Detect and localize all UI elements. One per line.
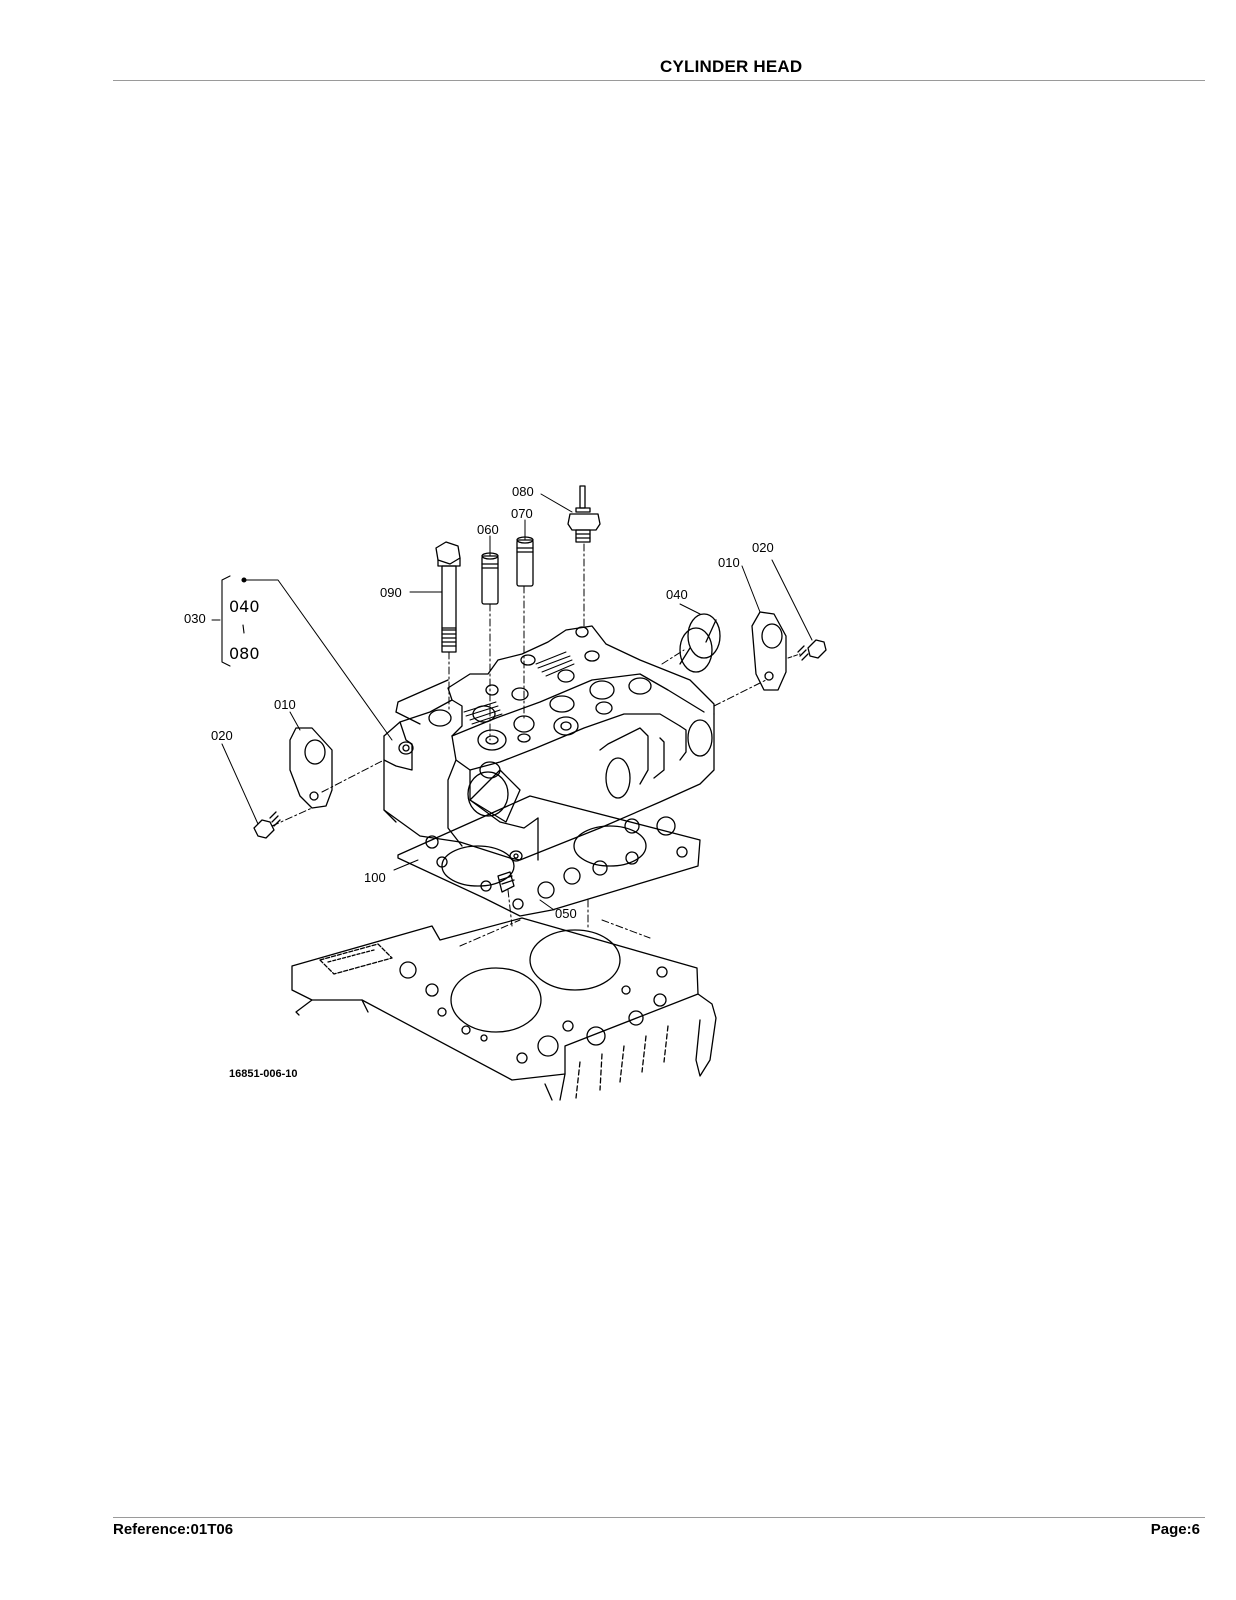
part-060-valve-guide [481, 552, 499, 605]
cylinder-head [383, 625, 715, 862]
footer-reference: Reference:01T06 [113, 1521, 234, 1538]
callout-070: 070 [511, 506, 533, 521]
callout-090: 090 [380, 585, 402, 600]
leader-lines [211, 493, 813, 947]
head-gasket [397, 795, 701, 917]
part-010-plate-left [289, 727, 333, 809]
callout-080: 080 [512, 484, 534, 499]
header-divider [113, 80, 1205, 81]
part-070-valve-guide [516, 536, 534, 587]
footer-divider [113, 1517, 1205, 1518]
callout-100: 100 [364, 870, 386, 885]
callout-010-right: 010 [718, 555, 740, 570]
cylinder-block [291, 917, 717, 1101]
callout-010-left: 010 [274, 697, 296, 712]
part-080-switch [567, 485, 601, 543]
part-020-screw-left [253, 811, 281, 839]
footer-page-number: Page:6 [1150, 1521, 1200, 1538]
group-bracket-030 [221, 575, 247, 667]
part-050-stud [497, 871, 515, 893]
part-010-plate-right [751, 611, 787, 691]
callout-020-left: 020 [211, 728, 233, 743]
callout-050: 050 [555, 906, 577, 921]
callout-060: 060 [477, 522, 499, 537]
part-020-screw-right [797, 639, 827, 661]
part-040-plug [679, 613, 721, 673]
callout-030-group-end: 080 [229, 644, 260, 663]
drawing-number: 16851-006-10 [229, 1068, 298, 1080]
callout-040: 040 [666, 587, 688, 602]
callout-030: 030 [184, 611, 206, 626]
page-title: CYLINDER HEAD [660, 57, 803, 76]
callout-020-right: 020 [752, 540, 774, 555]
part-090-head-bolt [435, 541, 461, 653]
callout-030-group-start: 040 [229, 597, 260, 616]
